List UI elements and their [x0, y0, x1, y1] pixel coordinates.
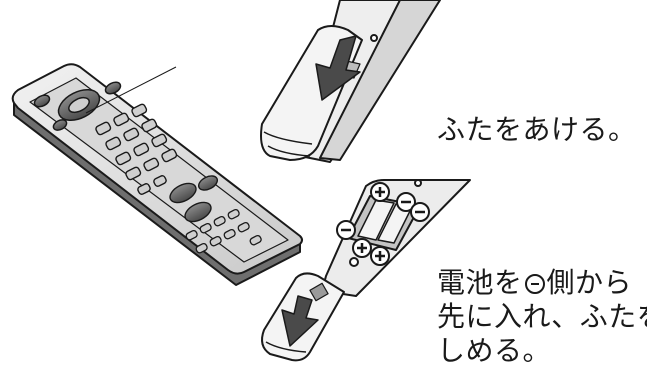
step2-line-1: 電池を側から [437, 266, 647, 300]
remote-control-icon [11, 63, 303, 286]
step1-instruction: ふたをあける。 [437, 113, 637, 146]
minus-terminal-icon [524, 274, 545, 294]
step2-line1-after: 側から [546, 266, 633, 299]
step2-line1-before: 電池を [437, 266, 523, 299]
battery-insert-icon [323, 179, 471, 297]
lid-close-arrow-icon [261, 272, 345, 362]
lid-open-arrow-icon [260, 0, 441, 163]
step2-line-3: しめる。 [437, 334, 552, 367]
step2-line-2: 先に入れ、ふたを [437, 300, 647, 333]
step2-instruction: 電池を側から 先に入れ、ふたを しめる。 [437, 266, 647, 368]
